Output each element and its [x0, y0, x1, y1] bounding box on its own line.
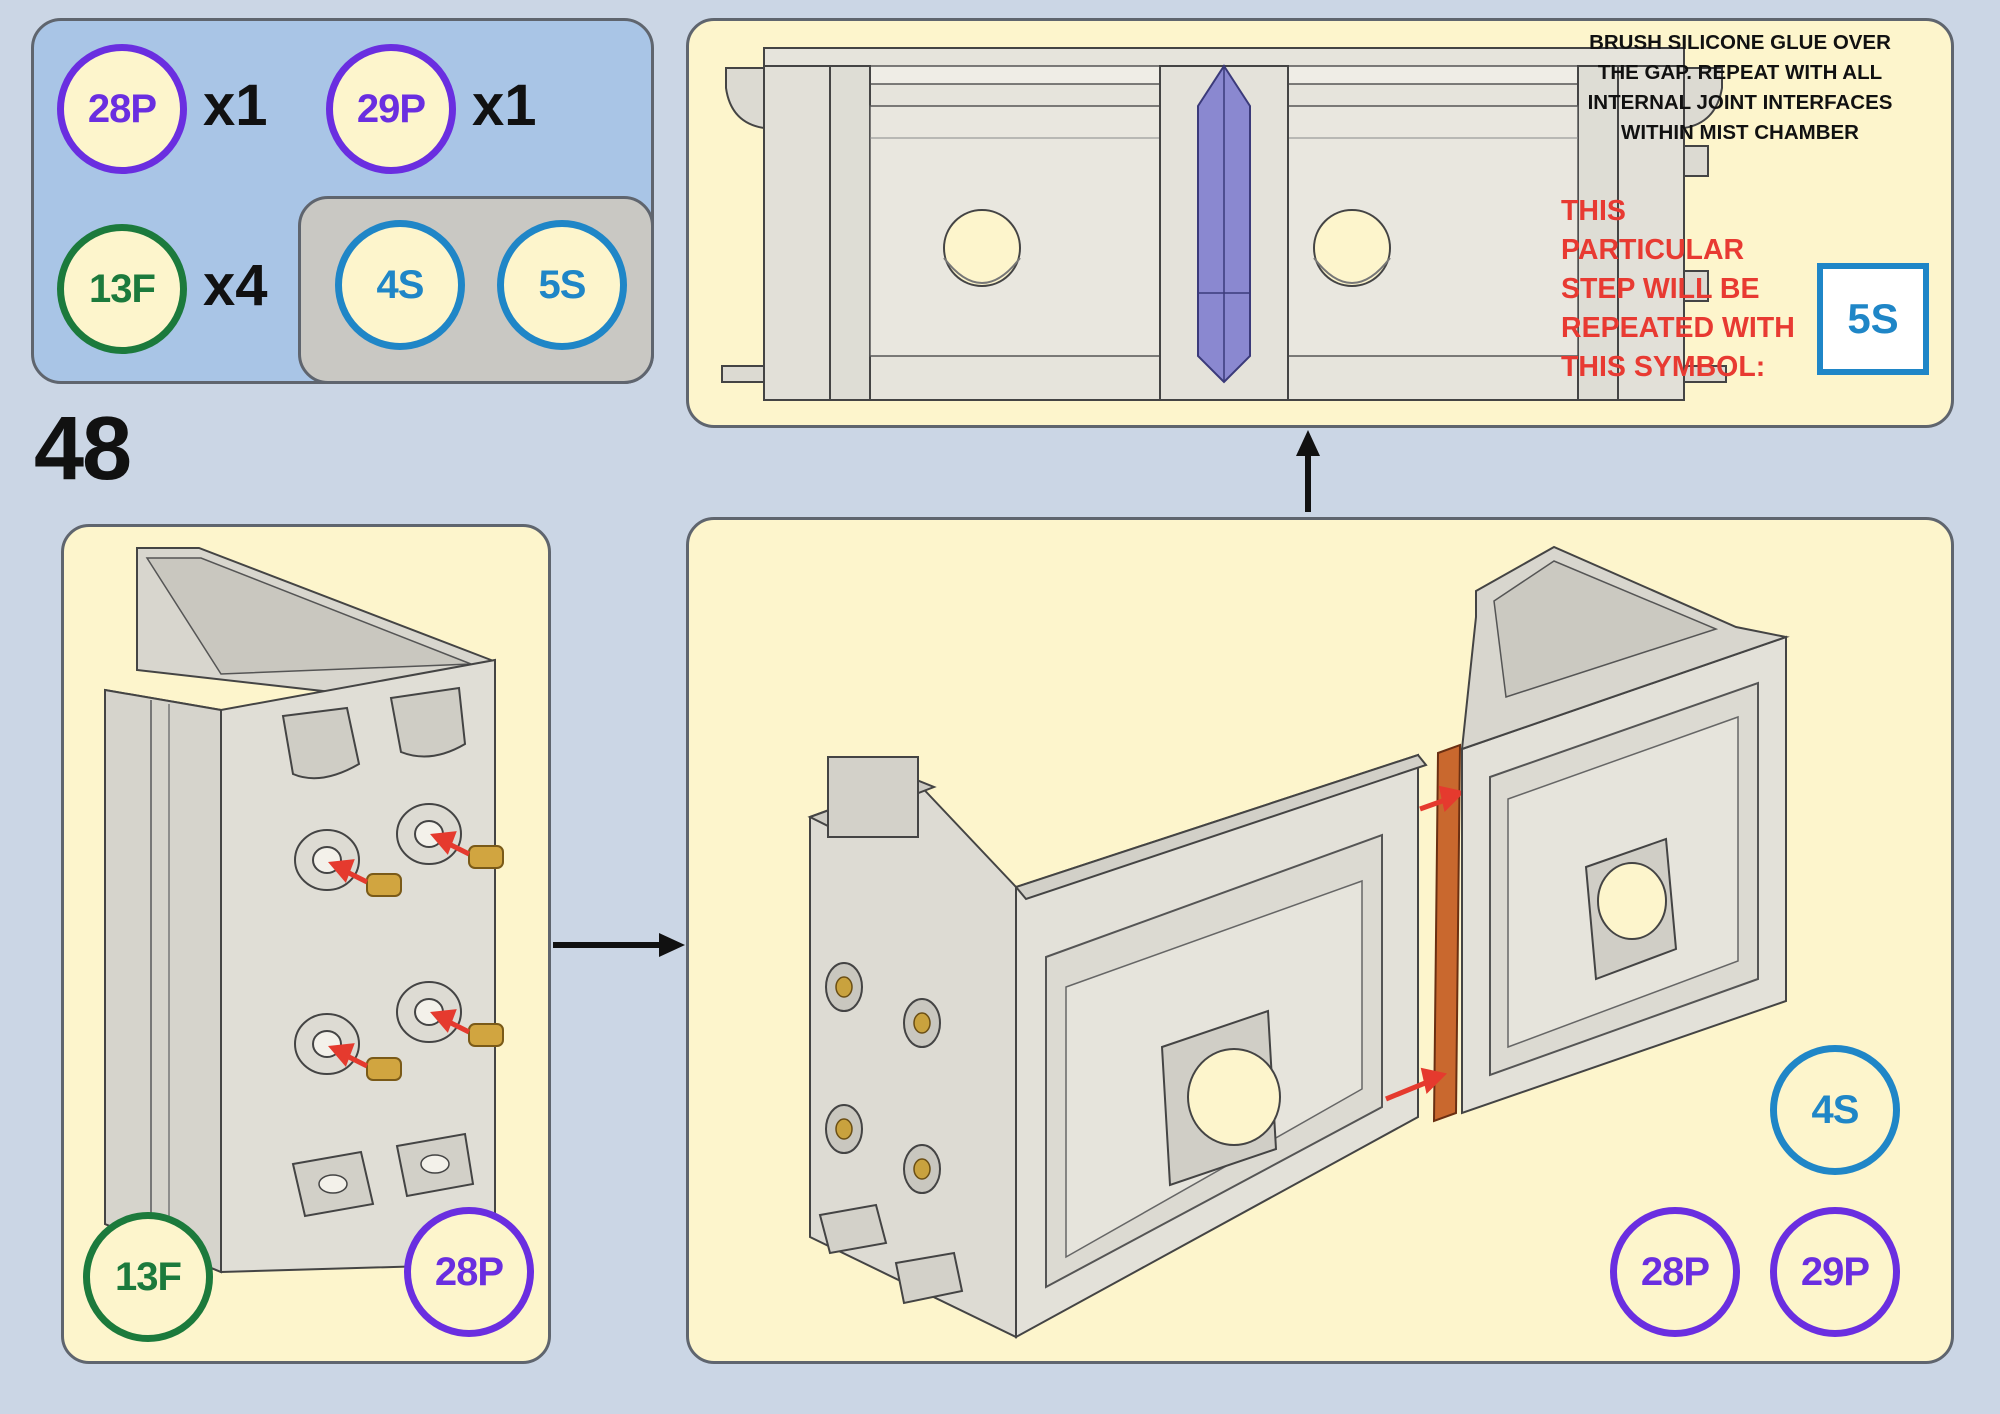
red-insert-arrow-icon [1385, 785, 1465, 1102]
part-badge-13f: 13F [57, 224, 187, 354]
part-qty-13f: x4 [203, 253, 268, 318]
arrow-right-icon [553, 933, 685, 957]
repeat-symbol-box: 5S [1817, 263, 1929, 375]
assembly-badge-4s: 4S [1770, 1045, 1900, 1175]
detail-badge-28p: 28P [404, 1207, 534, 1337]
detail-badge-13f: 13F [83, 1212, 213, 1342]
assembly-badge-29p: 29P [1770, 1207, 1900, 1337]
sub-badge-4s: 4S [335, 220, 465, 350]
chamber-assembly-illustration [807, 545, 1790, 1339]
part-qty-29p: x1 [472, 73, 537, 138]
assembly-badge-28p: 28P [1610, 1207, 1740, 1337]
warning-line-3: STEP WILL BE [1561, 273, 1760, 305]
arrow-up-icon [1296, 430, 1320, 512]
part-badge-29p: 29P [326, 44, 456, 174]
glue-gap-illustration [721, 47, 1727, 401]
warning-line-2: PARTICULAR [1561, 234, 1745, 266]
note-line-3: INTERNAL JOINT INTERFACES [1587, 91, 1893, 114]
side-wall-illustration [104, 547, 504, 1274]
note-line-2: THE GAP. REPEAT WITH ALL [1597, 61, 1883, 84]
note-line-4: WITHIN MIST CHAMBER [1620, 121, 1859, 144]
repeat-warning-text: THIS PARTICULAR STEP WILL BE REPEATED WI… [1561, 192, 1811, 387]
glue-instruction-text: BRUSH SILICONE GLUE OVER THE GAP. REPEAT… [1540, 28, 1940, 148]
sub-badge-5s: 5S [497, 220, 627, 350]
step-number: 48 [34, 399, 132, 499]
note-line-1: BRUSH SILICONE GLUE OVER [1589, 31, 1891, 54]
part-qty-28p: x1 [203, 73, 268, 138]
warning-line-4: REPEATED WITH [1561, 312, 1795, 344]
warning-line-5: THIS SYMBOL: [1561, 351, 1766, 383]
warning-line-1: THIS [1561, 195, 1626, 227]
red-insert-arrow-icon [328, 831, 471, 1069]
part-badge-28p: 28P [57, 44, 187, 174]
